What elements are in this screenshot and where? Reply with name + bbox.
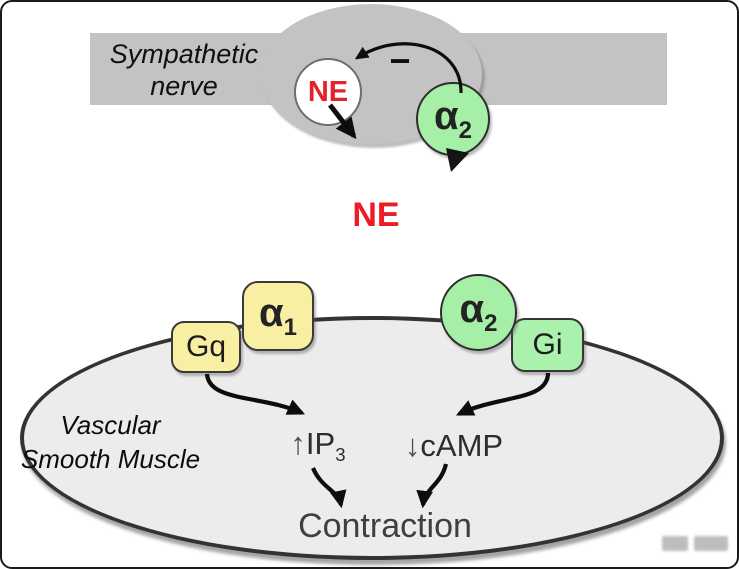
alpha1-label: α1 bbox=[259, 290, 297, 341]
inhibition-sign: − bbox=[389, 40, 411, 81]
alpha2-receptor: α2 bbox=[440, 274, 517, 351]
ne-vesicle: NE bbox=[294, 58, 362, 126]
ne-mediator-label: NE bbox=[352, 196, 400, 234]
muscle-label-line2: Smooth Muscle bbox=[20, 444, 201, 474]
camp-label: ↓cAMP bbox=[404, 428, 504, 463]
ne-vesicle-label: NE bbox=[307, 75, 349, 108]
up-arrow-icon: ↑ bbox=[290, 426, 306, 461]
alpha1-receptor: α1 bbox=[242, 281, 314, 351]
sympathetic-nerve-label-line1: Sympathetic bbox=[109, 39, 259, 69]
alpha2-label: α2 bbox=[459, 287, 498, 337]
sympathetic-nerve-label-line2: nerve bbox=[150, 71, 218, 101]
gq-protein: Gq bbox=[171, 321, 241, 373]
watermark-block bbox=[694, 536, 728, 551]
watermark bbox=[662, 536, 728, 551]
gi-label: Gi bbox=[532, 328, 563, 361]
alpha2-presynaptic-label: α2 bbox=[434, 93, 472, 144]
alpha2-presynaptic-receptor: α2 bbox=[416, 82, 490, 156]
vascular-smooth-muscle-cell bbox=[20, 316, 724, 560]
ip3-label: ↑IP3 bbox=[290, 426, 346, 466]
gi-protein: Gi bbox=[511, 318, 584, 372]
sympathetic-nerve-label: Sympathetic nerve bbox=[94, 38, 274, 102]
down-arrow-icon: ↓ bbox=[404, 428, 421, 463]
vascular-smooth-muscle-label: Vascular Smooth Muscle bbox=[8, 408, 213, 476]
watermark-block bbox=[662, 536, 688, 551]
contraction-label: Contraction bbox=[298, 507, 472, 545]
muscle-label-line1: Vascular bbox=[60, 410, 161, 440]
gq-label: Gq bbox=[185, 330, 227, 363]
